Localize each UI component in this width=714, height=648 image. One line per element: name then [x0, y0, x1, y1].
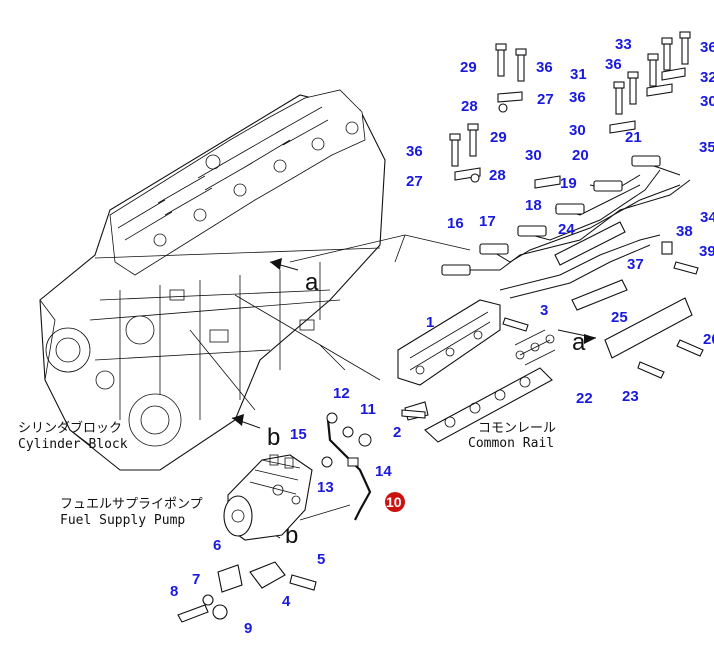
part-label-36d[interactable]: 36	[605, 56, 622, 73]
part-label-27b[interactable]: 27	[406, 173, 423, 190]
part-label-12[interactable]: 12	[333, 385, 350, 402]
part-label-14[interactable]: 14	[375, 463, 392, 480]
part-label-34[interactable]: 34	[700, 209, 714, 226]
part-label-18[interactable]: 18	[525, 197, 542, 214]
injection-pipes-drawing	[445, 159, 691, 299]
part-label-24[interactable]: 24	[558, 221, 575, 238]
part-label-27a[interactable]: 27	[537, 91, 554, 108]
part-label-7[interactable]: 7	[192, 571, 200, 588]
part-label-32[interactable]: 32	[700, 69, 714, 86]
rail-brackets	[554, 221, 693, 359]
part-label-28b[interactable]: 28	[489, 167, 506, 184]
fuel-pipe-drawing	[321, 412, 372, 521]
fuel-supply-pump-drawing	[223, 454, 313, 541]
part-label-36e[interactable]: 36	[700, 39, 714, 56]
part-label-11[interactable]: 11	[360, 401, 376, 418]
part-label-19[interactable]: 19	[560, 175, 577, 192]
pump-bracket-parts	[177, 561, 317, 623]
clamps	[454, 67, 686, 189]
part-label-22[interactable]: 22	[576, 390, 593, 407]
injector-sleeves	[441, 155, 661, 276]
common-rail-en-caption: Common Rail	[468, 436, 554, 451]
part-label-3[interactable]: 3	[540, 302, 548, 319]
part-label-5[interactable]: 5	[317, 551, 325, 568]
view-marker-a-rail: a	[572, 329, 586, 356]
view-arrow-a-rail: a	[557, 329, 597, 356]
leader-lines	[189, 234, 471, 521]
cylinder-block-drawing	[39, 89, 386, 471]
part-label-37[interactable]: 37	[627, 256, 644, 273]
part-label-25[interactable]: 25	[611, 309, 628, 326]
view-marker-b: b	[267, 424, 280, 451]
part-label-35[interactable]: 35	[699, 139, 714, 156]
part-label-36b[interactable]: 36	[406, 143, 423, 160]
part-label-36a[interactable]: 36	[536, 59, 553, 76]
part-label-31[interactable]: 31	[570, 66, 587, 83]
captions: シリンダブロック Cylinder Block フュエルサプライポンプ Fuel…	[18, 420, 556, 528]
part-label-2[interactable]: 2	[393, 424, 401, 441]
part-label-33[interactable]: 33	[615, 36, 632, 53]
part-label-38[interactable]: 38	[676, 223, 693, 240]
part-label-21[interactable]: 21	[625, 129, 642, 146]
part-label-30b[interactable]: 30	[569, 122, 586, 139]
common-rail-jp-caption: コモンレール	[478, 421, 556, 436]
part-label-20b[interactable]: 20	[703, 331, 714, 348]
part-label-23[interactable]: 23	[622, 388, 639, 405]
part-label-39[interactable]: 39	[699, 243, 714, 260]
part-label-9[interactable]: 9	[244, 620, 252, 637]
part-label-10[interactable]: 10	[386, 494, 402, 510]
fuel-pump-en-caption: Fuel Supply Pump	[60, 513, 185, 528]
part-label-20[interactable]: 20	[572, 147, 589, 164]
part-label-10-highlight[interactable]: 10	[385, 492, 405, 512]
part-label-28a[interactable]: 28	[461, 98, 478, 115]
part-label-13[interactable]: 13	[317, 479, 334, 496]
part-label-30a[interactable]: 30	[525, 147, 542, 164]
view-arrow-a-block: a	[269, 258, 319, 296]
part-label-4[interactable]: 4	[282, 593, 291, 610]
view-marker-a: a	[305, 269, 319, 296]
part-label-6[interactable]: 6	[213, 537, 221, 554]
part-label-29a[interactable]: 29	[460, 59, 477, 76]
part-number-labels: 1 2 3 4 5 6 7 8 9 10 11 12 13 14 15 16 1…	[170, 36, 714, 637]
cylinder-block-jp-caption: シリンダブロック	[18, 420, 122, 436]
part-label-15[interactable]: 15	[290, 426, 307, 443]
part-label-8[interactable]: 8	[170, 583, 178, 600]
cylinder-block-en-caption: Cylinder Block	[18, 437, 128, 452]
part-label-36c[interactable]: 36	[569, 89, 586, 106]
part-label-17[interactable]: 17	[479, 213, 496, 230]
view-arrow-b-block: b	[231, 414, 280, 451]
part-label-16[interactable]: 16	[447, 215, 464, 232]
bolts	[401, 31, 704, 419]
fuel-pump-jp-caption: フュエルサプライポンプ	[60, 497, 203, 512]
part-label-1[interactable]: 1	[426, 314, 434, 331]
part-label-30c[interactable]: 30	[700, 93, 714, 110]
part-label-29b[interactable]: 29	[490, 129, 507, 146]
